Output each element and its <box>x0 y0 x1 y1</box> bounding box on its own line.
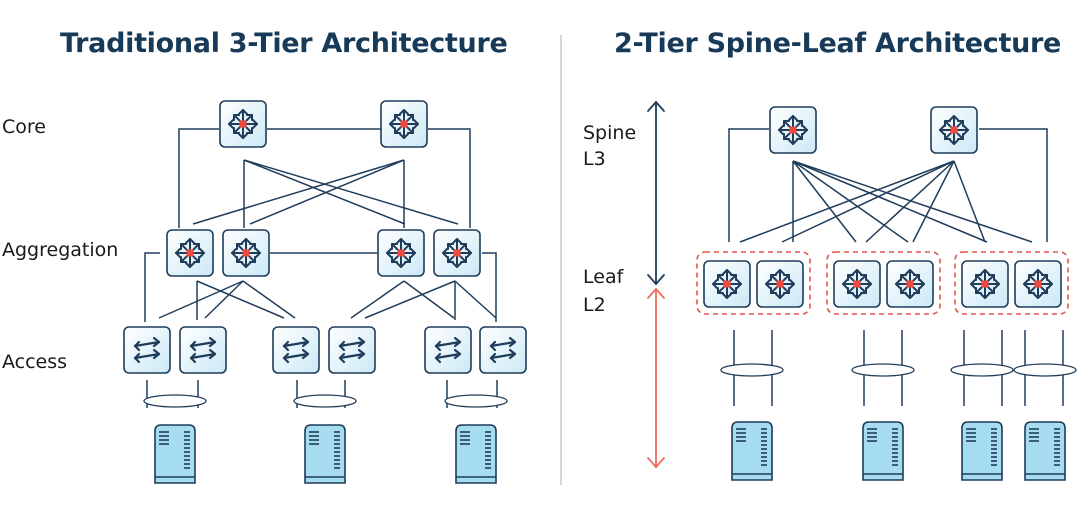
server <box>731 421 773 481</box>
switch-icon <box>189 336 217 364</box>
server <box>1024 421 1066 481</box>
spine-router <box>930 106 978 154</box>
link-aggregation-ellipse <box>1013 363 1077 377</box>
aggregation-router <box>166 229 214 277</box>
link-aggregation-ellipse <box>950 363 1014 377</box>
tier-label-aggregation: Aggregation <box>2 239 119 261</box>
left-link-aggregations <box>143 394 508 408</box>
server <box>455 424 497 484</box>
right-link-aggregations <box>720 363 1077 377</box>
aggregation-router <box>433 229 481 277</box>
access-switch <box>328 326 376 374</box>
access-switch <box>179 326 227 374</box>
link-aggregation-ellipse <box>851 363 915 377</box>
tier-label-core: Core <box>2 116 46 138</box>
server <box>862 421 904 481</box>
access-switch <box>479 326 527 374</box>
l3-span-arrow <box>647 100 665 286</box>
leaf-router <box>833 260 881 308</box>
access-switch <box>123 326 171 374</box>
leaf-group <box>826 251 941 315</box>
switch-icon <box>282 336 310 364</box>
right-panel-title: 2-Tier Spine-Leaf Architecture <box>614 28 1062 59</box>
access-switch <box>272 326 320 374</box>
core-router <box>380 100 428 148</box>
tier-label-access: Access <box>2 351 68 373</box>
spine-router <box>769 106 817 154</box>
tier-label-spine-layer: L3 <box>583 148 606 170</box>
access-switch <box>424 326 472 374</box>
switch-icon <box>434 336 462 364</box>
leaf-router <box>1014 260 1062 308</box>
switch-icon <box>489 336 517 364</box>
server <box>154 424 196 484</box>
switch-icon <box>133 336 161 364</box>
leaf-router <box>756 260 804 308</box>
link-aggregation-ellipse <box>143 394 207 408</box>
leaf-group <box>954 251 1069 315</box>
switch-icon <box>338 336 366 364</box>
aggregation-router <box>377 229 425 277</box>
server <box>304 424 346 484</box>
leaf-router <box>886 260 934 308</box>
link-aggregation-ellipse <box>293 394 357 408</box>
leaf-router <box>961 260 1009 308</box>
tier-label-leaf: Leaf <box>583 266 624 288</box>
aggregation-router <box>222 229 270 277</box>
leaf-groups <box>696 251 1069 315</box>
link-aggregation-ellipse <box>720 363 784 377</box>
left-links <box>144 128 498 408</box>
leaf-router <box>703 260 751 308</box>
left-panel-title: Traditional 3-Tier Architecture <box>60 28 508 59</box>
core-router <box>219 100 267 148</box>
server <box>961 421 1003 481</box>
tier-label-leaf-layer: L2 <box>583 294 606 316</box>
tier-label-spine: Spine <box>583 122 637 144</box>
l2-span-arrow <box>647 287 665 469</box>
leaf-group <box>696 251 811 315</box>
link-aggregation-ellipse <box>444 394 508 408</box>
